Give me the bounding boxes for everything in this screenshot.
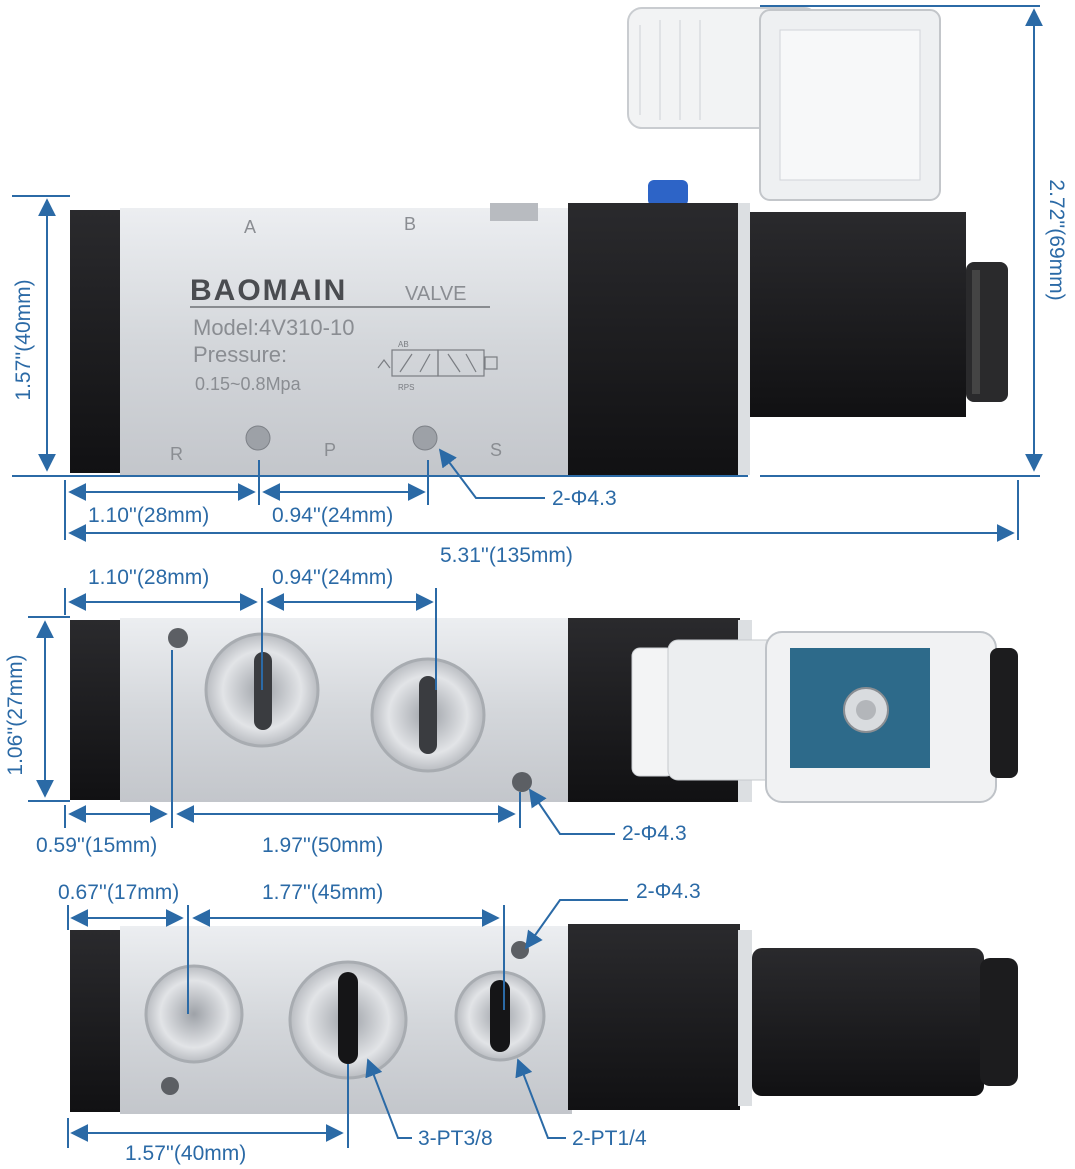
- pilot-block: [568, 924, 740, 1110]
- pilot-block: [568, 203, 740, 475]
- dim-total-length: 5.31''(135mm): [440, 544, 573, 567]
- thread-callout-pt38: 3-PT3/8: [418, 1127, 493, 1150]
- valve-symbol: AB RPS: [377, 340, 498, 392]
- hole-callout: 2-Φ4.3: [552, 487, 617, 510]
- port-label-a: A: [244, 217, 256, 237]
- port-label-s: S: [490, 440, 502, 460]
- model-number: Model:4V310-10: [193, 315, 354, 340]
- mounting-hole: [161, 1077, 179, 1095]
- end-cap-left: [70, 620, 122, 800]
- brand-suffix: VALVE: [405, 283, 467, 305]
- dim-body-height: 1.57''(40mm): [12, 279, 35, 400]
- port-label-p: P: [324, 440, 336, 460]
- mounting-hole: [511, 941, 529, 959]
- thread-callout-pt14: 2-PT1/4: [572, 1127, 647, 1150]
- dim-total-height: 2.72''(69mm): [1045, 179, 1068, 300]
- middle-dimensions: [28, 588, 615, 835]
- dim-hole-spacing-1: 1.10''(28mm): [88, 504, 209, 527]
- hole-callout: 2-Φ4.3: [636, 880, 701, 903]
- middle-view: 1.10''(28mm) 0.94''(24mm) 1.06''(27mm) 0…: [4, 566, 1018, 857]
- valve-body: [120, 618, 572, 802]
- pressure-label: Pressure:: [193, 342, 287, 367]
- dim-mount-spacing: 1.97''(50mm): [262, 834, 383, 857]
- coil-side: [752, 948, 984, 1096]
- mounting-hole: [412, 425, 438, 451]
- hole-callout: 2-Φ4.3: [622, 822, 687, 845]
- mounting-hole: [245, 425, 271, 451]
- manual-override-button: [648, 180, 688, 206]
- port-label-r: R: [170, 444, 183, 464]
- bottom-view: 0.67''(17mm) 1.77''(45mm) 2-Φ4.3 1.57''(…: [58, 880, 1018, 1165]
- bottom-dimensions: [67, 899, 628, 1148]
- mounting-hole: [512, 772, 532, 792]
- top-view: A B R P S BAOMAIN VALVE Model:4V310-10 P…: [12, 5, 1068, 567]
- dim-mount-offset: 0.59''(15mm): [36, 834, 157, 857]
- symbol-ports-top: AB: [398, 340, 409, 349]
- dim-body-depth: 1.06''(27mm): [4, 654, 27, 775]
- dim-center-port-offset: 1.57''(40mm): [125, 1142, 246, 1165]
- dim-port-offset: 0.67''(17mm): [58, 881, 179, 904]
- dim-hole-spacing-2: 0.94''(24mm): [272, 504, 393, 527]
- top-dimensions: [12, 5, 1043, 542]
- end-cap-left: [70, 930, 122, 1112]
- coil: [750, 212, 966, 417]
- solenoid-connector: [627, 7, 941, 201]
- dim-port-spacing-2: 0.94''(24mm): [272, 566, 393, 589]
- mounting-hole: [168, 628, 188, 648]
- symbol-ports-bottom: RPS: [398, 383, 414, 392]
- valve-body: [120, 208, 572, 476]
- port-label-b: B: [404, 214, 416, 234]
- dim-port-spacing-1: 1.10''(28mm): [88, 566, 209, 589]
- port-bore: [144, 964, 244, 1064]
- brand-name: BAOMAIN: [190, 274, 347, 307]
- end-cap-left: [70, 210, 122, 473]
- dim-port-spacing: 1.77''(45mm): [262, 881, 383, 904]
- pressure-range: 0.15~0.8Mpa: [195, 374, 302, 394]
